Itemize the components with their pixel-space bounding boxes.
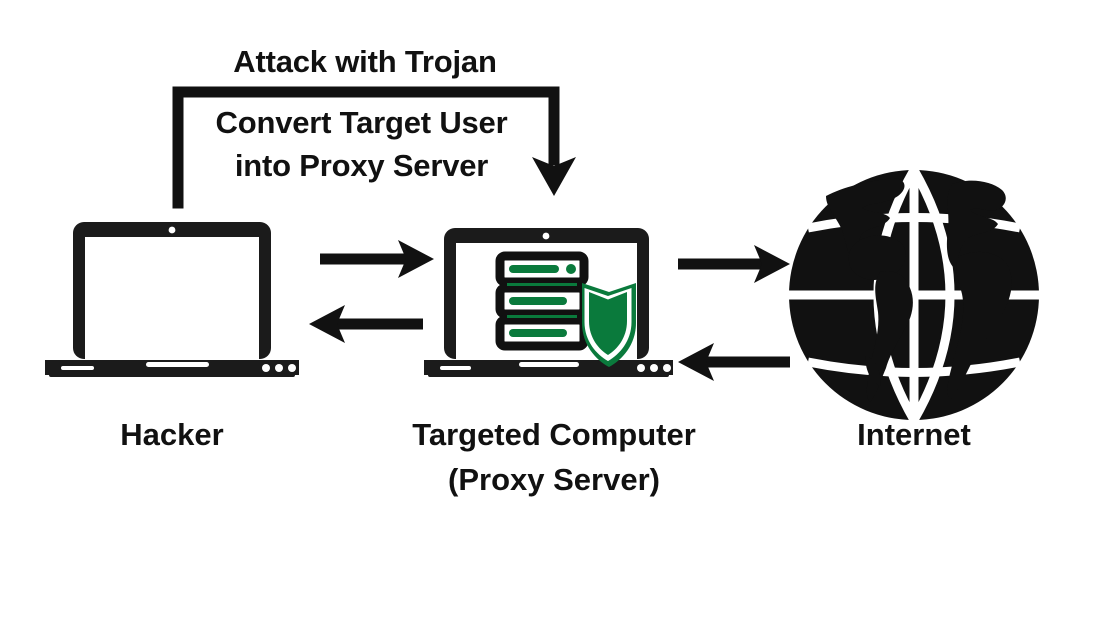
internet-to-target-arrow — [678, 343, 790, 381]
targeted-computer-caption-line2: (Proxy Server) — [448, 462, 660, 497]
internet-caption-line1: Internet — [857, 417, 971, 452]
internet-globe-icon — [789, 167, 1039, 423]
trojan-overhead-arrow — [172, 86, 576, 209]
hacker-to-target-arrow — [320, 240, 434, 278]
convert-target-user-label-line2: into Proxy Server — [234, 148, 489, 183]
attack-with-trojan-label: Attack with Trojan — [233, 44, 497, 79]
convert-target-user-label-line1: Convert Target User — [215, 105, 508, 140]
targeted-computer-laptop-icon — [424, 228, 673, 377]
target-to-hacker-arrow — [309, 305, 423, 343]
internet-caption: Internet — [794, 412, 1034, 457]
hacker-caption-line1: Hacker — [120, 417, 224, 452]
target-to-internet-arrow — [678, 245, 790, 283]
hacker-caption: Hacker — [52, 412, 292, 457]
security-shield-icon — [582, 283, 636, 367]
server-stack-icon — [495, 251, 589, 351]
hacker-laptop-icon — [45, 222, 299, 377]
targeted-computer-caption: Targeted Computer (Proxy Server) — [378, 412, 730, 502]
targeted-computer-caption-line1: Targeted Computer — [412, 417, 696, 452]
